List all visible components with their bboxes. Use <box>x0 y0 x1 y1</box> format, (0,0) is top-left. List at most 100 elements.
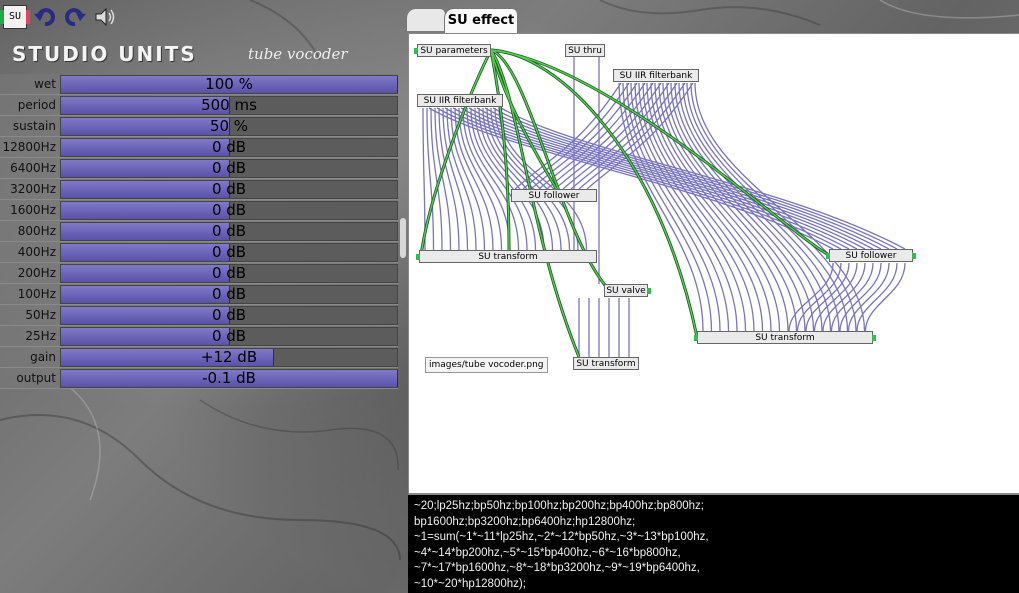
param-row-100hz: 100Hz 0 dB <box>0 284 398 305</box>
script-console[interactable]: ~20;lp25hz;bp50hz;bp100hz;bp200hz;bp400h… <box>408 493 1019 593</box>
param-slider-fill <box>61 75 398 93</box>
brand-title: STUDIO UNITS <box>12 42 197 66</box>
node-su-follower-right[interactable]: SU follower <box>826 249 916 262</box>
redo-button[interactable] <box>62 4 88 30</box>
param-slider-fill <box>61 96 230 114</box>
param-slider-400hz[interactable]: 0 dB <box>60 242 398 262</box>
param-row-wet: wet 100 % <box>0 74 398 95</box>
param-slider-fill <box>61 348 274 366</box>
param-row-output: output -0.1 dB <box>0 368 398 389</box>
param-label: 200Hz <box>17 266 56 280</box>
param-row-400hz: 400Hz 0 dB <box>0 242 398 263</box>
param-slider-period[interactable]: 500 ms <box>60 95 398 115</box>
speaker-icon <box>95 7 115 27</box>
node-su-iir-filterbank-right[interactable]: SU IIR filterbank <box>613 69 699 82</box>
param-label: output <box>16 371 56 385</box>
param-label: sustain <box>12 119 56 133</box>
parameter-list: wet 100 % period 500 ms sustain 50 % 12800Hz 0 … <box>0 74 398 389</box>
node-su-iir-filterbank-left[interactable]: SU IIR filterbank <box>417 94 503 107</box>
param-slider-100hz[interactable]: 0 dB <box>60 284 398 304</box>
toolbar: SU <box>0 3 118 31</box>
comment-image-path[interactable]: images/tube vocoder.png <box>425 357 548 373</box>
param-row-3200hz: 3200Hz 0 dB <box>0 179 398 200</box>
param-value: 0 dB <box>211 179 247 198</box>
tab-su-effect[interactable]: SU effect <box>444 8 518 33</box>
plugin-name: tube vocoder <box>248 45 348 63</box>
param-value: 0 dB <box>211 242 247 261</box>
param-row-25hz: 25Hz 0 dB <box>0 326 398 347</box>
param-label: 12800Hz <box>2 140 57 154</box>
param-value: 0 dB <box>211 263 247 282</box>
param-slider-800hz[interactable]: 0 dB <box>60 221 398 241</box>
param-slider-1600hz[interactable]: 0 dB <box>60 200 398 220</box>
param-slider-fill <box>61 369 398 387</box>
param-slider-6400hz[interactable]: 0 dB <box>60 158 398 178</box>
console-line: bp1600hz;bp3200hz;bp6400hz;hp12800hz; <box>414 515 636 528</box>
param-value: 0 dB <box>211 158 247 177</box>
param-slider-200hz[interactable]: 0 dB <box>60 263 398 283</box>
node-su-valve[interactable]: SU valve <box>604 284 651 297</box>
param-slider-fill <box>61 201 230 219</box>
param-label: 25Hz <box>25 329 56 343</box>
param-row-gain: gain +12 dB <box>0 347 398 368</box>
param-slider-fill <box>61 264 230 282</box>
param-value: 50 % <box>209 116 249 135</box>
param-slider-fill <box>61 222 230 240</box>
param-slider-wet[interactable]: 100 % <box>60 74 398 94</box>
param-value: 0 dB <box>211 221 247 240</box>
console-line: ~10*~20*hp12800hz); <box>414 577 526 590</box>
node-su-transform-bottom[interactable]: SU transform <box>573 357 639 370</box>
param-slider-fill <box>61 327 230 345</box>
param-label: 3200Hz <box>10 182 56 196</box>
param-slider-50hz[interactable]: 0 dB <box>60 305 398 325</box>
param-row-200hz: 200Hz 0 dB <box>0 263 398 284</box>
node-su-thru[interactable]: SU thru <box>565 44 605 57</box>
param-label: 100Hz <box>17 287 56 301</box>
param-slider-fill <box>61 243 230 261</box>
param-slider-fill <box>61 138 230 156</box>
panel-resize-handle[interactable] <box>400 218 406 258</box>
param-slider-fill <box>61 159 230 177</box>
param-label: 50Hz <box>25 308 56 322</box>
param-slider-output[interactable]: -0.1 dB <box>60 368 398 388</box>
param-value: 100 % <box>205 74 253 93</box>
param-value: -0.1 dB <box>202 368 256 387</box>
node-su-transform-right[interactable]: SU transform <box>694 331 876 344</box>
param-value: 500 ms <box>201 95 257 114</box>
param-row-period: period 500 ms <box>0 95 398 116</box>
param-slider-3200hz[interactable]: 0 dB <box>60 179 398 199</box>
param-value: 0 dB <box>211 284 247 303</box>
param-slider-25hz[interactable]: 0 dB <box>60 326 398 346</box>
param-row-1600hz: 1600Hz 0 dB <box>0 200 398 221</box>
param-label: 1600Hz <box>10 203 56 217</box>
undo-button[interactable] <box>32 4 58 30</box>
param-row-12800hz: 12800Hz 0 dB <box>0 137 398 158</box>
undo-icon <box>34 8 55 27</box>
param-slider-sustain[interactable]: 50 % <box>60 116 398 136</box>
redo-icon <box>65 8 86 27</box>
param-slider-fill <box>61 117 230 135</box>
param-label: gain <box>30 350 56 364</box>
param-slider-gain[interactable]: +12 dB <box>60 347 398 367</box>
param-label: wet <box>34 77 56 91</box>
param-slider-12800hz[interactable]: 0 dB <box>60 137 398 157</box>
param-label: 400Hz <box>17 245 56 259</box>
speaker-button[interactable] <box>92 4 118 30</box>
node-su-follower-left[interactable]: SU follower <box>511 189 597 202</box>
param-value: +12 dB <box>200 347 258 366</box>
su-logo-button[interactable]: SU <box>0 4 30 30</box>
param-label: period <box>17 98 56 112</box>
param-value: 0 dB <box>211 137 247 156</box>
tab-blank[interactable] <box>406 8 446 31</box>
node-su-transform-left[interactable]: SU transform <box>416 250 597 263</box>
su-logo: SU <box>0 5 30 29</box>
patch-wires <box>419 44 906 358</box>
console-line: ~20;lp25hz;bp50hz;bp100hz;bp200hz;bp400h… <box>414 500 704 512</box>
param-row-800hz: 800Hz 0 dB <box>0 221 398 242</box>
param-value: 0 dB <box>211 200 247 219</box>
param-label: 800Hz <box>17 224 56 238</box>
node-su-parameters[interactable]: SU parameters <box>414 44 491 57</box>
patch-canvas[interactable]: SU parameters SU thru SU IIR filterbank … <box>408 33 1019 494</box>
param-slider-fill <box>61 306 230 324</box>
